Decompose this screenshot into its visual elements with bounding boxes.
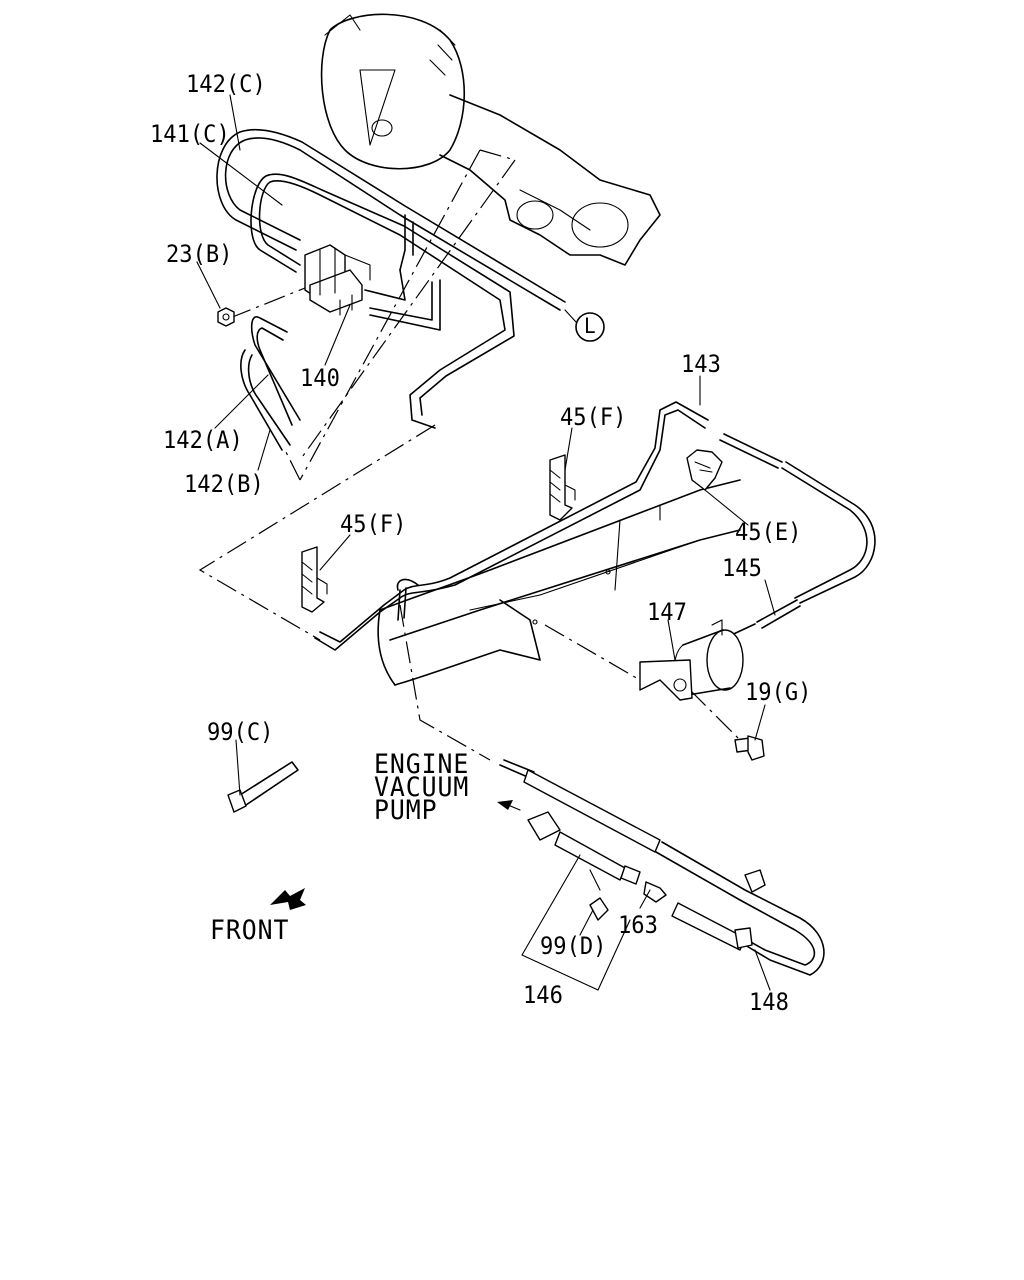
label-147: 147 (647, 598, 687, 626)
pipe-143 (314, 401, 876, 651)
label-142c: 142(C) (186, 70, 266, 98)
upper-vacuum-pipes (216, 128, 566, 451)
front-arrow-icon (270, 888, 306, 910)
label-146: 146 (523, 981, 563, 1009)
rear-axle-differential (320, 13, 661, 266)
label-142a: 142(A) (163, 426, 243, 454)
frame-rail (377, 479, 741, 686)
vacuum-tank-147 (639, 619, 744, 701)
part-140-valve-bracket (304, 244, 371, 316)
nut-23b (217, 307, 235, 327)
label-99d: 99(D) (540, 932, 607, 960)
label-19g: 19(G) (745, 678, 812, 706)
tie-band-99c (227, 761, 299, 813)
label-163: 163 (618, 911, 658, 939)
label-142b: 142(B) (184, 470, 264, 498)
label-45e: 45(E) (735, 518, 802, 546)
clip-45f-upper (549, 454, 576, 521)
front-label: FRONT (210, 915, 290, 946)
label-99c: 99(C) (207, 718, 274, 746)
callout-L (564, 309, 605, 342)
label-45f-lower: 45(F) (340, 510, 407, 538)
engine-note-line3: PUMP (374, 795, 438, 826)
bolt-19g (734, 735, 765, 761)
clip-45f-lower (301, 546, 328, 613)
label-140: 140 (300, 364, 340, 392)
label-143: 143 (681, 350, 721, 378)
engine-pump-arrow (497, 800, 521, 811)
engine-note-line1: ENGINE (374, 749, 470, 780)
label-23b: 23(B) (166, 240, 233, 268)
engine-note-line2: VACUUM (374, 772, 470, 803)
label-145: 145 (722, 554, 762, 582)
label-148: 148 (749, 988, 789, 1016)
hose-145 (724, 599, 801, 639)
label-141c: 141(C) (150, 120, 230, 148)
clip-45e (686, 449, 723, 491)
label-45f-upper: 45(F) (560, 403, 627, 431)
hose-assembly-146-148 (499, 759, 825, 976)
callout-L-letter: L (584, 314, 596, 338)
reference-lines (198, 149, 746, 761)
leader-lines (196, 94, 776, 991)
group-bracket-146 (521, 854, 631, 991)
